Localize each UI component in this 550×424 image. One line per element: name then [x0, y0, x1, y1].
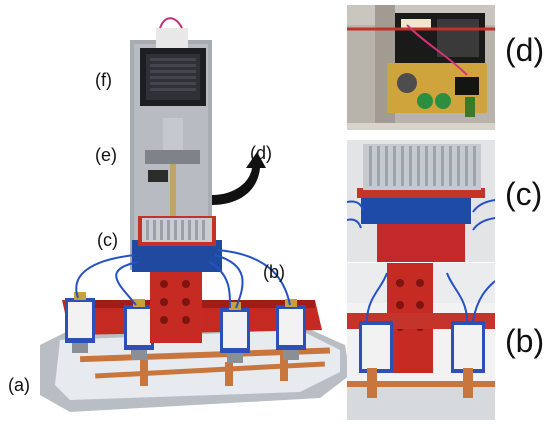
solenoid-1 [65, 292, 95, 353]
solenoids-closeup-illustration [347, 263, 495, 420]
label-c-main: (c) [97, 230, 118, 250]
label-d-side: (d) [505, 32, 545, 68]
label-c-side: (c) [505, 176, 543, 212]
inset-d-photo [347, 5, 495, 130]
label-b-side: (b) [505, 323, 545, 359]
label-f: (f) [95, 70, 112, 90]
label-a: (a) [8, 375, 30, 395]
label-e: (e) [95, 145, 117, 165]
inset-b-photo [347, 263, 495, 420]
inset-c-photo [347, 140, 495, 262]
main-device-photo: (f) (e) (d) (c) (b) (a) [8, 17, 350, 412]
label-b-main: (b) [263, 262, 285, 282]
solenoid-3 [220, 302, 250, 363]
controller-heatsink-illustration [347, 140, 495, 262]
main-device-illustration [40, 17, 350, 412]
solenoid-2 [124, 299, 154, 360]
solenoid-4 [276, 299, 306, 360]
label-d-main: (d) [250, 143, 272, 163]
esp32-board-illustration [347, 5, 495, 130]
